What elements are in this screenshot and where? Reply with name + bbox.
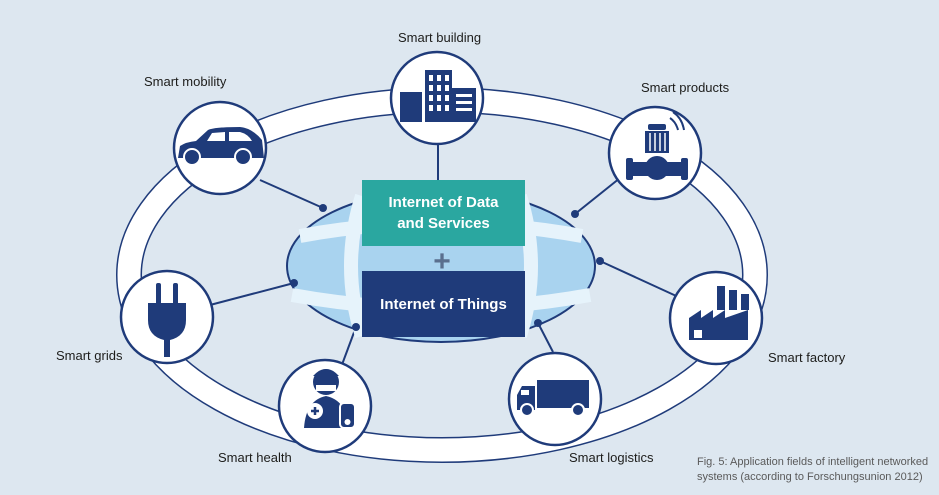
power-plug-icon — [148, 283, 186, 357]
truck-icon — [517, 380, 589, 417]
buildings-icon — [400, 70, 476, 122]
internet-of-data-label-box: Internet of Data and Services — [362, 180, 525, 246]
pump-valve-icon — [626, 111, 688, 180]
plus-sign: + — [433, 245, 451, 278]
caption-line-1: Fig. 5: Application fields of intelligen… — [697, 456, 929, 468]
smart-health-label: Smart health — [218, 450, 292, 465]
smart-grids-label: Smart grids — [56, 348, 123, 363]
connection-dots — [290, 204, 604, 331]
smart-mobility-label: Smart mobility — [144, 74, 227, 89]
doctor-icon — [304, 369, 356, 429]
caption-line-2: systems (according to Forschungsunion 20… — [697, 471, 923, 483]
factory-icon — [689, 286, 749, 340]
internet-of-data-label: Internet of Data and Services — [388, 194, 499, 232]
figure-caption: Fig. 5: Application fields of intelligen… — [697, 455, 932, 485]
internet-of-things-box — [362, 271, 525, 337]
smart-products-label: Smart products — [641, 80, 730, 95]
internet-of-things-label-box: Internet of Things — [362, 271, 525, 337]
internet-of-things-label: Internet of Things — [380, 295, 507, 313]
smart-factory-label: Smart factory — [768, 350, 846, 365]
connector-lines — [209, 140, 686, 371]
car-icon — [178, 127, 264, 166]
smart-logistics-label: Smart logistics — [569, 450, 654, 465]
internet-of-data-box — [362, 180, 525, 246]
smart-building-label: Smart building — [398, 30, 482, 45]
